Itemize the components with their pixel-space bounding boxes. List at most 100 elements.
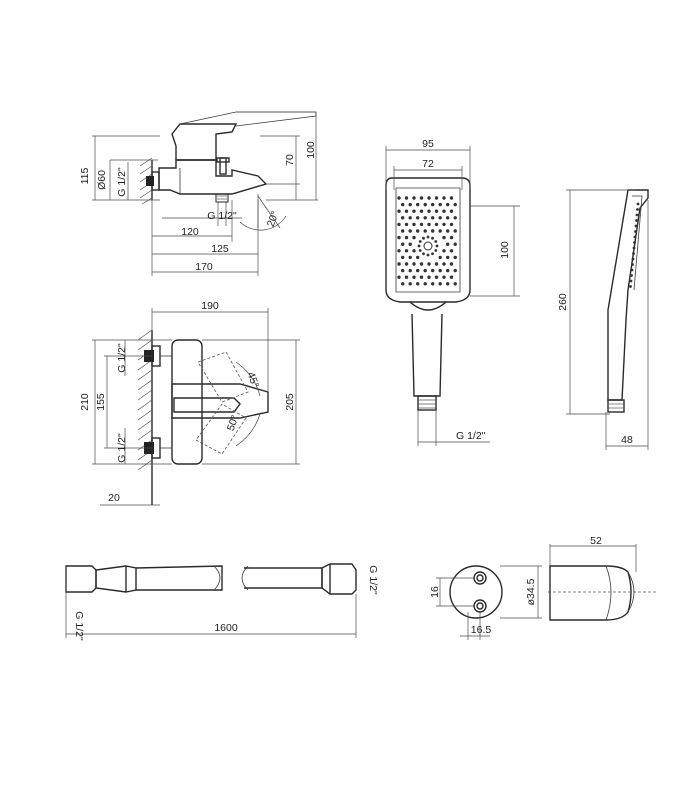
nozzle-dot	[434, 222, 439, 227]
nozzle-ring-dot	[434, 249, 438, 252]
dim-100-front: 100	[499, 241, 511, 259]
nozzle-ring-dot	[418, 249, 422, 252]
nozzle-dot	[408, 268, 412, 273]
nozzle-ring-dot	[422, 252, 425, 256]
nozzle-dot	[446, 242, 450, 246]
nozzle-dot	[449, 235, 454, 240]
nozzle-dot	[438, 282, 442, 286]
thread-label-side: G 1/2"	[116, 167, 128, 197]
mixer-side-view: 115 Ø60 G 1/2" 100 70 G 1/2" 20° 120 125…	[79, 111, 318, 276]
side-nozzle-dot	[632, 252, 635, 255]
nozzle-dot	[401, 255, 405, 260]
nozzle-dot	[397, 262, 401, 266]
nozzle-dot	[401, 242, 405, 246]
nozzle-dot	[397, 235, 401, 240]
nozzle-dot	[416, 216, 420, 220]
nozzle-dot	[434, 275, 439, 279]
nozzle-dot	[423, 268, 427, 273]
nozzle-ring-dot	[431, 252, 434, 256]
nozzle-dot	[427, 196, 431, 200]
nozzle-dot	[408, 255, 412, 260]
nozzle-dot	[453, 229, 457, 233]
nozzle-dot	[401, 202, 405, 207]
nozzle-dot	[434, 196, 439, 200]
nozzle-dot	[401, 282, 405, 286]
nozzle-dot	[412, 262, 416, 266]
nozzle-dot	[442, 209, 446, 213]
nozzle-ring-dot	[426, 253, 430, 257]
dim-120: 120	[181, 226, 199, 238]
side-nozzle-dot	[630, 274, 633, 277]
nozzle-dot	[412, 222, 416, 227]
nozzle-dot	[453, 268, 457, 273]
dim-20: 20	[108, 492, 120, 504]
nozzle-dot	[412, 249, 416, 253]
nozzle-dot	[401, 216, 405, 220]
nozzle-dot	[438, 255, 442, 260]
nozzle-dot	[419, 275, 424, 279]
nozzle-dot	[416, 282, 420, 286]
side-nozzle-dot	[629, 285, 632, 288]
side-nozzle-dot	[634, 230, 637, 233]
dim-52: 52	[590, 535, 602, 547]
nozzle-dot	[408, 202, 412, 207]
nozzle-dot	[449, 209, 454, 213]
nozzle-dot	[401, 229, 405, 233]
nozzle-dot	[423, 229, 427, 233]
nozzle-dot	[397, 222, 401, 227]
side-nozzle-dot	[636, 202, 640, 206]
nozzle-dot	[412, 275, 416, 279]
dim-16: 16	[429, 586, 441, 598]
dim-70: 70	[284, 154, 296, 166]
nozzle-dot	[404, 235, 409, 240]
nozzle-ring-dot	[435, 244, 439, 248]
dim-155: 155	[95, 393, 107, 411]
thread-label-shower: G 1/2"	[456, 430, 486, 442]
dim-d60: Ø60	[96, 170, 108, 190]
nozzle-dot	[449, 196, 454, 200]
nozzle-dot	[404, 209, 409, 213]
nozzle-dot	[419, 209, 424, 213]
side-nozzle-dot	[634, 224, 638, 228]
nozzle-dot	[416, 255, 420, 260]
nozzle-dot	[431, 282, 435, 286]
nozzle-dot	[434, 262, 439, 266]
nozzle-ring-dot	[434, 240, 438, 243]
side-nozzle-dot	[631, 257, 635, 261]
nozzle-dot	[453, 242, 457, 246]
nozzle-dot	[419, 222, 424, 227]
nozzle-dot	[397, 249, 401, 253]
side-nozzle-dot	[630, 268, 634, 272]
nozzle-dot	[427, 262, 431, 266]
nozzle-dot	[431, 229, 435, 233]
nozzle-dot	[449, 262, 454, 266]
dim-95: 95	[422, 138, 434, 150]
angle-50: 50°	[225, 413, 242, 432]
nozzle-dot	[453, 255, 457, 260]
side-nozzle-dot	[633, 235, 637, 239]
nozzle-dot	[412, 209, 416, 213]
side-nozzle-dot	[632, 246, 636, 250]
nozzle-dot	[438, 268, 442, 273]
nozzle-dot	[449, 222, 454, 227]
shower-nozzle-pattern	[397, 196, 457, 286]
nozzle-dot	[397, 275, 401, 279]
side-nozzle-dot	[633, 241, 636, 244]
nozzle-dot	[442, 222, 446, 227]
nozzle-dot	[446, 255, 450, 260]
dim-190: 190	[201, 300, 219, 312]
dim-d34-5: ø34.5	[525, 578, 537, 605]
nozzle-dot	[446, 202, 450, 207]
nozzle-dot	[446, 282, 450, 286]
side-nozzles	[629, 202, 640, 288]
dim-170: 170	[195, 261, 213, 273]
nozzle-dot	[408, 242, 412, 246]
side-nozzle-dot	[631, 263, 634, 266]
nozzle-dot	[404, 275, 409, 279]
nozzle-dot	[408, 216, 412, 220]
side-nozzle-dot	[635, 219, 638, 222]
nozzle-dot	[404, 196, 409, 200]
dim-125: 125	[211, 243, 229, 255]
nozzle-dot	[401, 268, 405, 273]
